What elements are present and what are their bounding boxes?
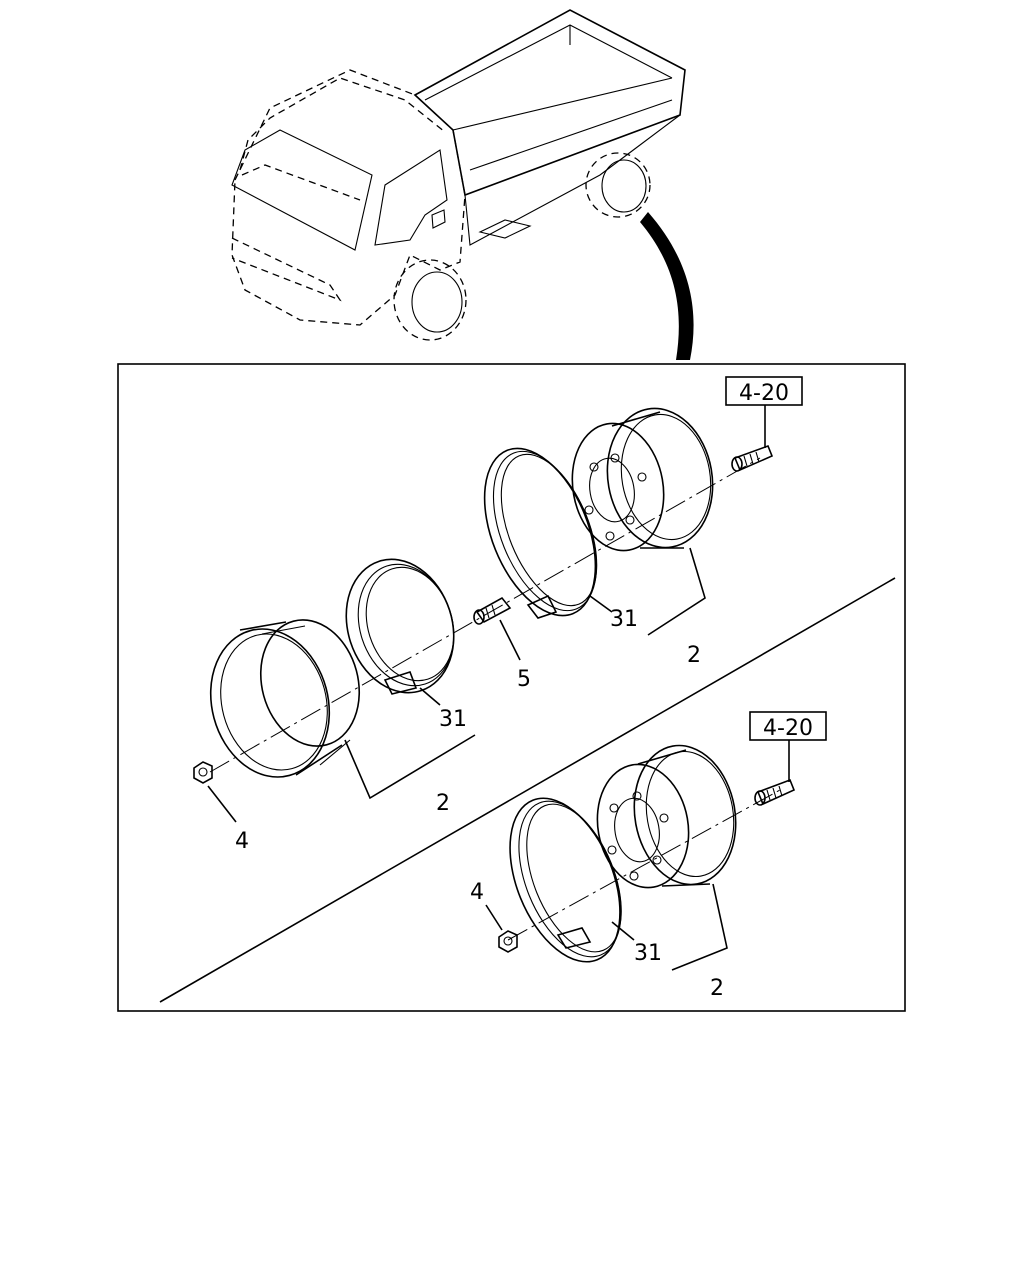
ref-box-lower: [749, 711, 827, 741]
upper-wheel-nut: [193, 761, 213, 784]
upper-assembly: 4-20 31 2 5 31: [193, 376, 803, 854]
label-31-upper-right: 31: [610, 607, 638, 632]
label-2-upper-right: 2: [687, 643, 701, 668]
label-4-lower: 4: [470, 880, 484, 905]
upper-wheel-disc: [571, 407, 714, 552]
ref-label-upper: 4-20: [739, 381, 789, 406]
ref-box-upper: [725, 376, 803, 406]
lower-wheel-disc: [596, 744, 737, 889]
upper-wheel-bolt: [731, 405, 774, 472]
lower-wheel-nut: [498, 930, 518, 953]
lower-assembly: 4-20 31 2 4: [470, 711, 827, 1001]
label-31-upper-left: 31: [439, 707, 467, 732]
label-2-upper-left: 2: [436, 791, 450, 816]
separator-line: [159, 577, 896, 1003]
truck-illustration: [231, 9, 694, 360]
label-31-lower: 31: [634, 941, 662, 966]
upper-side-ring-inner: [483, 447, 598, 619]
ref-label-lower: 4-20: [763, 716, 813, 741]
lower-side-ring: [509, 797, 622, 963]
detail-frame: [117, 363, 906, 1012]
label-5: 5: [517, 667, 531, 692]
label-4-upper: 4: [235, 829, 249, 854]
upper-outer-rim: [209, 619, 361, 778]
hub-stud: [473, 596, 512, 625]
label-2-lower: 2: [710, 976, 724, 1001]
lower-wheel-bolt: [754, 740, 796, 806]
upper-side-ring-outer: [345, 558, 455, 695]
